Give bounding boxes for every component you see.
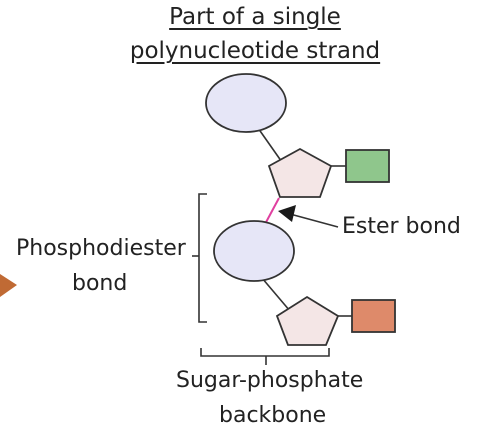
title-line-1: Part of a single	[169, 4, 341, 30]
backbone-label-line-1: Sugar-phosphate	[176, 368, 364, 393]
phosphate-group-bottom	[213, 220, 295, 282]
phosphodiester-label-line-2: bond	[72, 271, 128, 296]
backbone-bracket	[200, 348, 330, 357]
ester-bond-label: Ester bond	[342, 214, 461, 239]
sugar-pentagon-bottom	[275, 295, 340, 346]
sugar-pentagon-top	[267, 147, 333, 198]
backbone-label-line-2: backbone	[219, 403, 327, 428]
base-bottom	[351, 299, 396, 333]
ester-bond-line	[263, 197, 280, 227]
arrow-tip-icon	[0, 274, 17, 297]
base-top	[345, 149, 390, 183]
phosphate-group-top	[205, 73, 287, 133]
phosphate-sugar-link-top	[257, 127, 285, 166]
ester-bond-arrow-shaft	[289, 213, 339, 228]
phosphate-sugar-link-bottom	[261, 277, 291, 312]
ester-bond-arrowhead	[278, 205, 296, 222]
phosphodiester-bracket	[198, 193, 207, 323]
title-line-2: polynucleotide strand	[129, 38, 381, 64]
phosphodiester-label-line-1: Phosphodiester	[16, 236, 186, 261]
